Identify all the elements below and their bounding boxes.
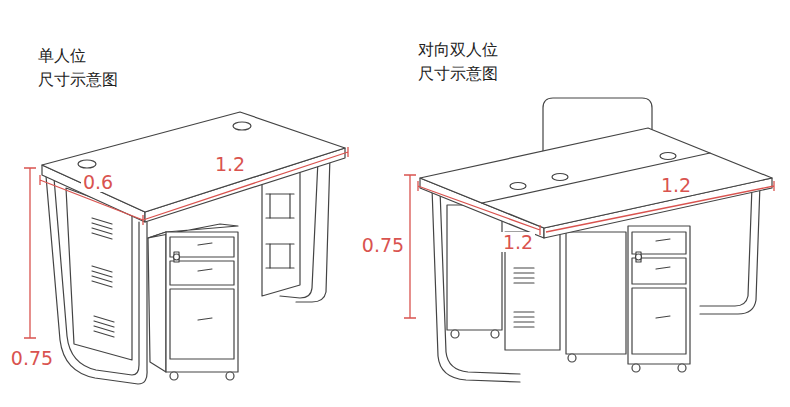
drawer — [170, 289, 234, 359]
drawer-lock — [636, 252, 641, 262]
caster — [170, 372, 178, 380]
grommet — [660, 153, 676, 160]
vent-slots — [514, 268, 534, 327]
dimension-lines — [24, 147, 348, 338]
drawer — [632, 288, 686, 354]
drawer-handles — [656, 239, 670, 318]
right-frame-leg-inner — [296, 156, 330, 302]
dimension-label: 0.6 — [81, 172, 115, 193]
drawer-lock — [174, 254, 180, 260]
drawer — [170, 237, 234, 257]
pedestal-side — [148, 232, 166, 372]
caster — [632, 364, 640, 372]
desk-split-line — [482, 153, 710, 203]
dimension-lines — [404, 175, 774, 318]
single-desk — [42, 112, 345, 384]
drawer — [632, 232, 686, 254]
dimension-label: 1.2 — [501, 232, 535, 253]
pedestal-front — [628, 226, 690, 364]
vent-slots — [92, 218, 114, 337]
side-panel — [66, 188, 132, 360]
drawer-lock — [174, 252, 179, 262]
caster — [491, 330, 499, 338]
caster — [451, 330, 459, 338]
drawer-handles — [198, 243, 212, 320]
grommet — [552, 174, 568, 181]
caster — [678, 364, 686, 372]
cable-cutouts — [266, 194, 294, 268]
grommet — [78, 160, 96, 168]
desk-top — [420, 128, 772, 228]
pedestal-side — [566, 232, 626, 354]
drawer — [170, 261, 234, 285]
grommet — [233, 122, 251, 130]
caster — [568, 354, 576, 362]
view-heading: 对向双人位 尺寸示意图 — [418, 38, 504, 86]
pedestal-front — [166, 232, 238, 372]
dimension-label: 1.2 — [659, 175, 693, 196]
right-frame-leg — [700, 186, 752, 306]
desk-top — [42, 112, 345, 212]
right-frame-leg-inner — [700, 184, 760, 314]
drawer-lock — [636, 254, 642, 260]
grommet — [510, 183, 526, 190]
pedestal — [447, 205, 502, 330]
dimension-label: 0.75 — [9, 348, 55, 369]
double-desk — [420, 98, 772, 382]
caster — [226, 372, 234, 380]
dimension-label: 1.2 — [213, 154, 247, 175]
dimension-label: 0.75 — [360, 235, 406, 256]
view-heading: 单人位 尺寸示意图 — [38, 44, 124, 92]
